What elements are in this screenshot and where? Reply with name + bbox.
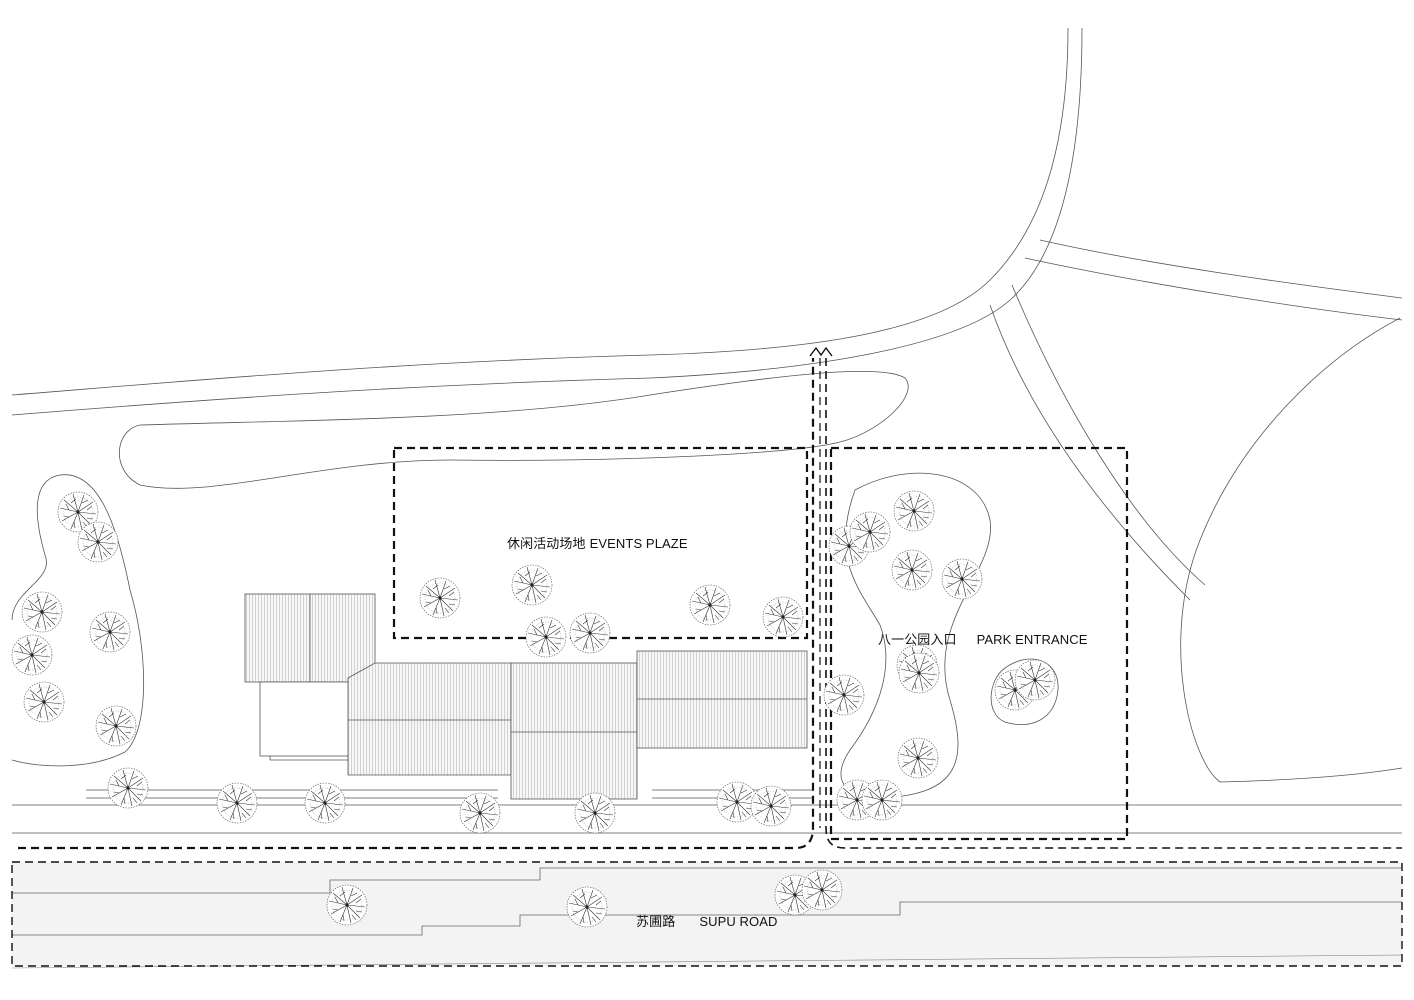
supu-road: [11, 862, 1403, 969]
tree-icon: [95, 705, 137, 747]
tree-icon: [326, 884, 368, 926]
tree-icon: [459, 792, 501, 834]
tree-icon: [861, 779, 903, 821]
tree-icon: [566, 886, 608, 928]
tree-icon: [823, 674, 865, 716]
tree-icon: [891, 549, 933, 591]
tree-icon: [107, 767, 149, 809]
tree-icon: [304, 782, 346, 824]
supu-road-en: SUPU ROAD: [699, 914, 778, 929]
tree-icon: [941, 558, 983, 600]
events-plaza-en: EVENTS PLAZE: [589, 536, 688, 551]
park-entrance-en: PARK ENTRANCE: [976, 632, 1088, 647]
tree-icon: [762, 596, 804, 638]
north-arrow-icon: [809, 346, 833, 357]
tree-icon: [11, 634, 53, 676]
buildings: [244, 593, 808, 800]
events-plaza-zh: 休闲活动场地: [507, 536, 586, 551]
tree-icon: [898, 652, 940, 694]
tree-icon: [1014, 659, 1056, 701]
supu-road-zh: 苏圃路: [636, 914, 676, 929]
tree-icon: [23, 681, 65, 723]
park-entrance-label: 八一公园入口 PARK ENTRANCE: [878, 629, 1087, 648]
tree-icon: [897, 737, 939, 779]
tree-icon: [77, 521, 119, 563]
park-entrance-zh: 八一公园入口: [878, 632, 957, 647]
tree-icon: [689, 584, 731, 626]
tree-icon: [801, 869, 843, 911]
tree-icon: [419, 577, 461, 619]
park-entrance-boundary: [829, 446, 1129, 841]
tree-icon: [849, 511, 891, 553]
tree-icon: [511, 564, 553, 606]
tree-icon: [89, 611, 131, 653]
tree-icon: [716, 781, 758, 823]
tree-icon: [569, 612, 611, 654]
supu-road-label: 苏圃路 SUPU ROAD: [636, 911, 778, 930]
tree-icon: [216, 782, 258, 824]
tree-icon: [525, 616, 567, 658]
tree-icon: [21, 591, 63, 633]
tree-icon: [574, 792, 616, 834]
tree-icon: [893, 490, 935, 532]
dashed-zones: [11, 358, 1403, 967]
tree-icon: [750, 785, 792, 827]
